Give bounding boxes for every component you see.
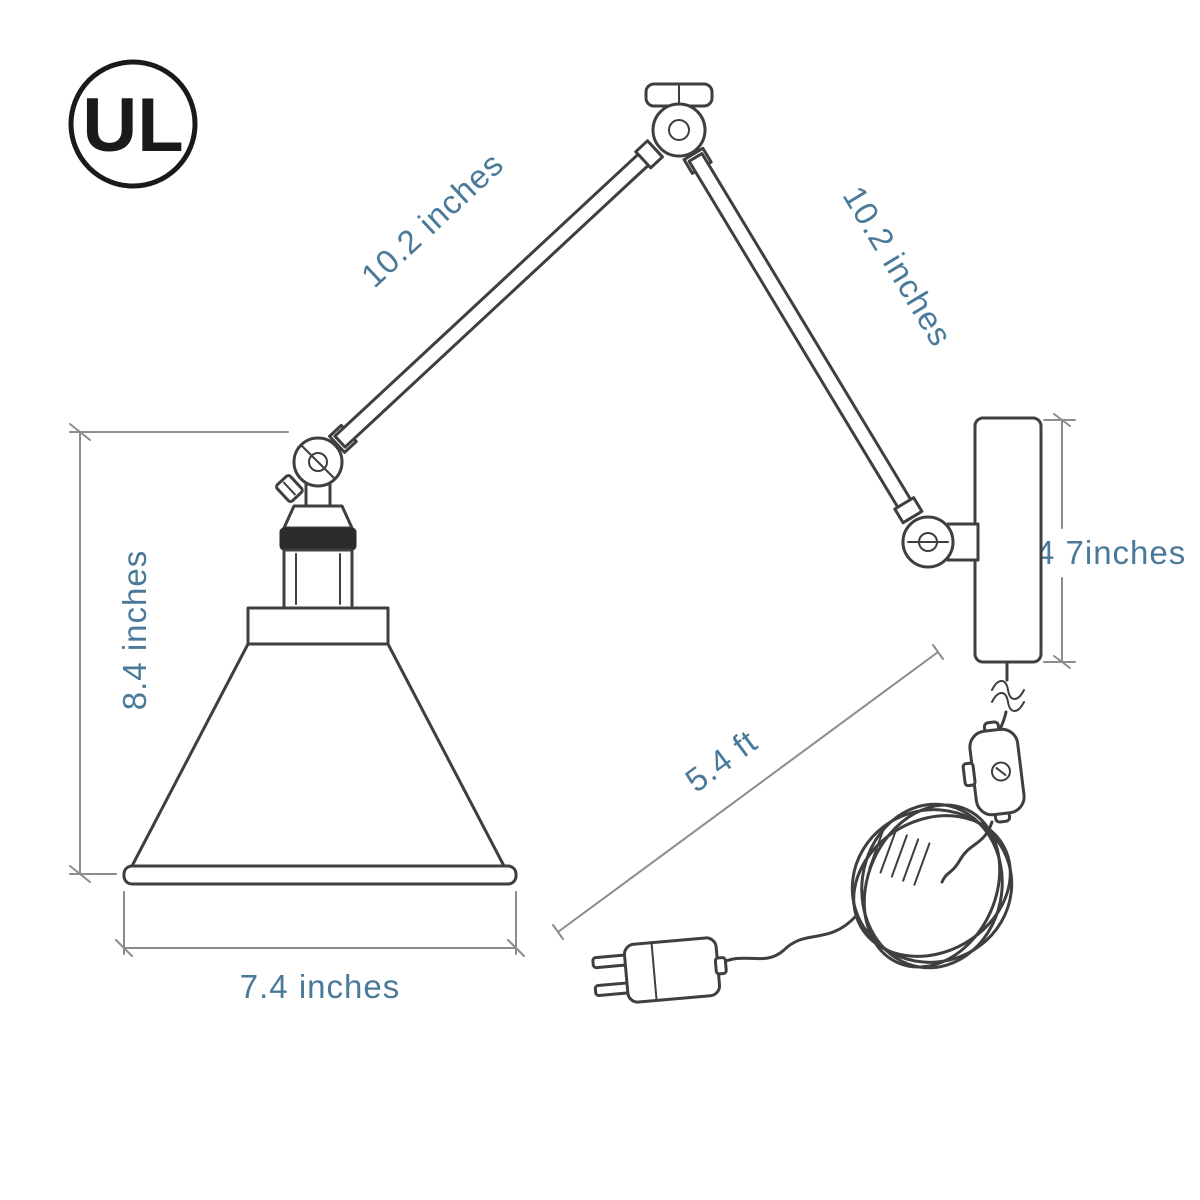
shade-holder: [246, 606, 390, 646]
cord-segment: [940, 820, 994, 884]
lower-arm-length-label: 10.2 inches: [836, 179, 960, 352]
plug-body: [622, 936, 722, 1004]
ul-certification-mark: UL: [68, 59, 198, 189]
dimension-backplate-height: 4 7inches: [1036, 413, 1186, 669]
cord-loop: [862, 803, 1002, 969]
switch-wheel: [990, 761, 1011, 782]
wrap-line: [902, 838, 920, 882]
wall-plate: [973, 416, 1043, 664]
socket-body: [282, 548, 354, 610]
shade-rim: [122, 864, 518, 886]
lamp-head: [122, 482, 518, 886]
cord-segment: [718, 914, 858, 966]
switch-toggle: [961, 761, 977, 788]
switch-wheel-slot: [995, 767, 1007, 776]
dimension-tick: [932, 644, 944, 660]
power-cord: [591, 660, 1026, 1004]
dimension-line: [557, 651, 939, 933]
wrap-line: [879, 830, 897, 874]
arm-collar: [634, 139, 664, 170]
wall-mount: [946, 416, 1043, 664]
cord-break: [991, 680, 1025, 700]
wrap-line: [890, 834, 908, 878]
cord-loop: [852, 814, 1012, 958]
backplate-height-label: 4 7inches: [1036, 534, 1186, 571]
joint-hub: [651, 102, 707, 158]
dimension-tick: [69, 865, 91, 883]
coil-wrap: [868, 826, 931, 886]
switch-body: [968, 727, 1026, 817]
plug-prong: [593, 981, 632, 997]
ul-circle: [68, 59, 198, 189]
plug-prong: [591, 953, 629, 970]
dimension-tick: [1053, 413, 1071, 427]
screw-slot: [282, 481, 296, 496]
socket-cap: [282, 504, 354, 530]
wall-swivel-joint: [901, 515, 955, 569]
plug-cord-nub: [713, 956, 728, 976]
ul-text: UL: [82, 83, 183, 168]
dimension-tick: [69, 423, 91, 441]
dimension-lamp-height: 8.4 inches: [69, 423, 289, 883]
dimension-cord-length: 5.4 ft: [552, 644, 944, 940]
wrap-line: [913, 842, 931, 886]
cord-break: [991, 692, 1025, 712]
socket-band: [279, 527, 357, 551]
dimension-tick: [507, 939, 525, 957]
dimension-tick: [1053, 655, 1071, 669]
lamp-height-label: 8.4 inches: [116, 550, 153, 710]
elbow-joint: [644, 82, 714, 158]
plug-face-line: [650, 941, 658, 1002]
screw-slot: [301, 445, 335, 479]
swing-arm-lower: [275, 139, 664, 503]
joint-pin: [668, 119, 690, 141]
dimension-shade-width: 7.4 inches: [115, 891, 525, 1005]
swing-arm-upper: [682, 146, 924, 525]
coiled-cord: [850, 802, 1014, 970]
dimension-tick: [115, 939, 133, 957]
cord-loop: [860, 802, 1004, 970]
cord-length-label: 5.4 ft: [678, 722, 764, 799]
upper-arm-length-label: 10.2 inches: [354, 145, 511, 295]
shade-swivel-joint: [292, 436, 344, 488]
joint-pin: [308, 452, 328, 472]
shade-width-label: 7.4 inches: [240, 968, 400, 1005]
dimension-tick: [552, 924, 564, 940]
cone-shade: [130, 642, 506, 868]
arm-collar: [893, 496, 924, 525]
arm-tube: [333, 141, 662, 449]
inline-switch: [961, 720, 1026, 824]
power-plug: [591, 936, 728, 1004]
wrap-line: [868, 826, 886, 870]
